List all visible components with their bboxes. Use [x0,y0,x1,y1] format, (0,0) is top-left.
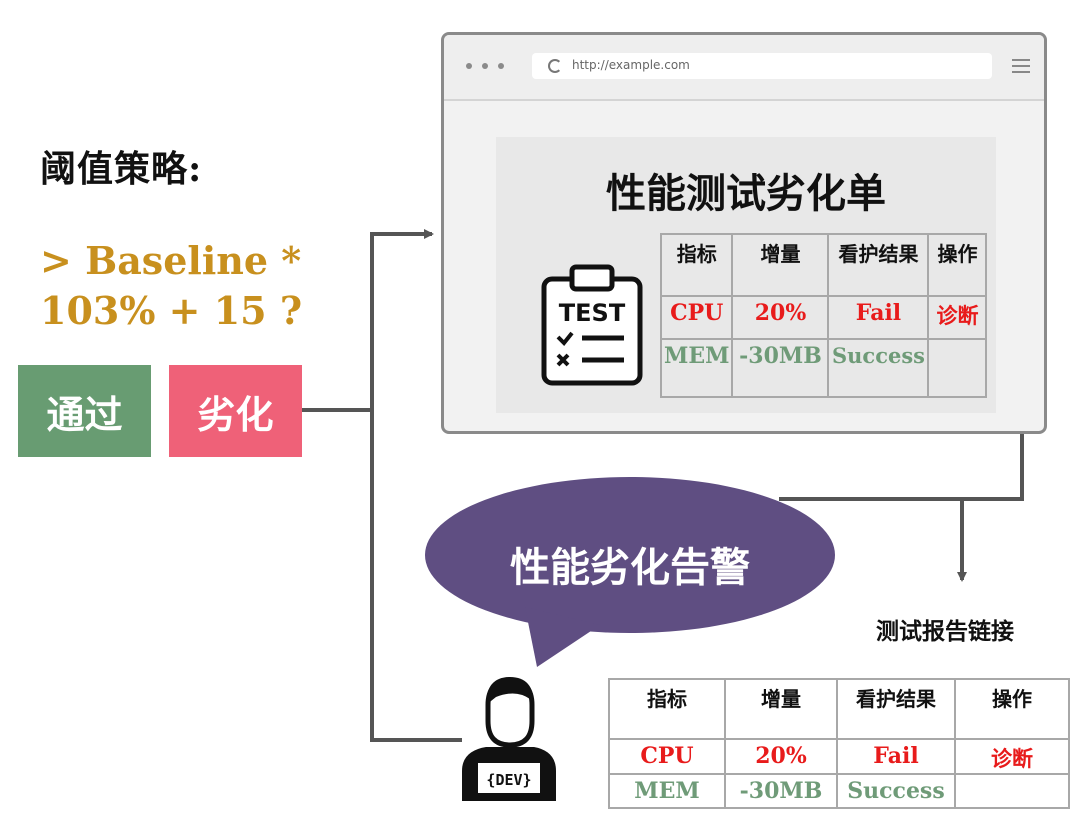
table-header-row: 指标 增量 看护结果 操作 [608,678,1070,740]
diagnose-link[interactable]: 诊断 [954,738,1070,775]
table-row: CPU 20% Fail 诊断 [608,738,1070,775]
svg-text:{DEV}: {DEV} [486,771,531,789]
header-metric: 指标 [608,678,726,740]
browser-window: http://example.com 性能测试劣化单 TEST 指标 增量 看护… [441,32,1047,434]
developer-icon: {DEV} [462,677,556,801]
cell-result: Success [827,338,930,398]
badge-to-dev-line [370,410,462,742]
report-panel: 性能测试劣化单 TEST 指标 增量 看护结果 操作 CPU 20% Fail … [496,137,996,413]
header-delta: 增量 [731,233,830,297]
cell-result: Success [836,773,956,809]
report-link-label[interactable]: 测试报告链接 [876,618,1014,645]
reload-icon[interactable] [548,59,562,73]
table-row: CPU 20% Fail 诊断 [659,295,988,340]
header-action: 操作 [927,233,988,297]
cell-result: Fail [836,738,956,775]
header-delta: 增量 [724,678,838,740]
cell-result: Fail [827,295,930,340]
report-title: 性能测试劣化单 [606,170,886,217]
formula-line-2: 103% + 15 ? [40,288,303,333]
address-bar[interactable] [532,53,992,79]
diagnose-link[interactable]: 诊断 [927,295,988,340]
menu-icon[interactable] [1012,59,1030,77]
report-table: 指标 增量 看护结果 操作 CPU 20% Fail 诊断 MEM -30MB … [608,678,1070,809]
degrade-badge: 劣化 [169,365,302,457]
formula-line-1: > Baseline * [40,238,302,283]
alert-label: 性能劣化告警 [510,544,750,591]
table-row: MEM -30MB Success [659,338,988,398]
strategy-title: 阈值策略: [40,148,203,190]
cell-delta: 20% [724,738,838,775]
degrade-badge-label: 劣化 [197,391,274,437]
window-dot-icon [498,63,504,69]
cell-metric: CPU [659,295,734,340]
cell-action [927,338,988,398]
cell-delta: -30MB [731,338,830,398]
svg-text:TEST: TEST [559,299,626,327]
alert-speech-bubble [425,477,835,667]
table-row: MEM -30MB Success [608,773,1070,809]
cell-action [954,773,1070,809]
header-result: 看护结果 [836,678,956,740]
degradation-table: 指标 增量 看护结果 操作 CPU 20% Fail 诊断 MEM -30MB … [659,233,988,398]
url-text: http://example.com [572,58,690,72]
cell-delta: 20% [731,295,830,340]
threshold-formula: > Baseline * 103% + 15 ? [40,236,302,336]
badge-to-browser-line [302,229,434,412]
pass-badge: 通过 [18,365,151,457]
cell-metric: MEM [608,773,726,809]
header-action: 操作 [954,678,1070,740]
header-metric: 指标 [659,233,734,297]
window-dot-icon [466,63,472,69]
pass-badge-label: 通过 [46,391,123,437]
cell-metric: CPU [608,738,726,775]
clipboard-test-icon: TEST [541,264,643,386]
cell-metric: MEM [659,338,734,398]
window-dot-icon [482,63,488,69]
cell-delta: -30MB [724,773,838,809]
table-header-row: 指标 增量 看护结果 操作 [659,233,988,297]
header-result: 看护结果 [827,233,930,297]
